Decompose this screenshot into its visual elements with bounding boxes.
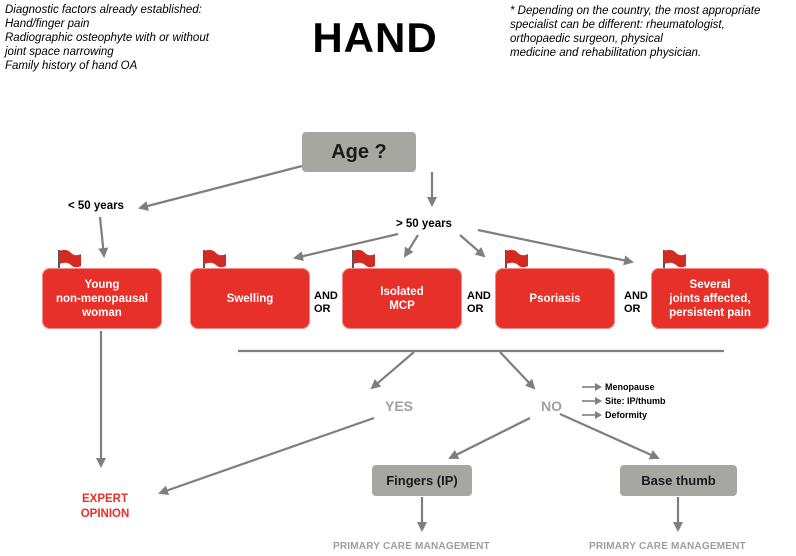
note-line: orthopaedic surgeon, physical	[510, 33, 663, 45]
yes-label: YES	[385, 398, 414, 414]
arrow-under50-to-young	[98, 216, 109, 258]
over-50-label: > 50 years	[396, 218, 452, 230]
arrow-right-icon	[582, 411, 602, 419]
base-thumb-node: Base thumb	[620, 465, 737, 496]
arrow-age-to-under50	[138, 164, 303, 211]
note-line: specialist can be different: rheumatolog…	[510, 19, 725, 31]
box-line: woman	[82, 306, 122, 319]
note-line: medicine and rehabilitation physician.	[510, 47, 702, 59]
box-line: MCP	[389, 299, 415, 312]
arrow-right-icon	[582, 397, 602, 405]
box-line: Young	[84, 278, 120, 291]
box-line: joints affected,	[669, 292, 751, 305]
isolated-mcp-box: Isolated MCP	[342, 268, 462, 329]
or-text: OR	[314, 303, 331, 315]
arrow-to-yes	[370, 351, 415, 390]
side-factor-item: Deformity	[582, 408, 666, 422]
box-line: Several	[689, 278, 731, 291]
page-title: HAND	[312, 14, 438, 61]
fingers-ip-node: Fingers (IP)	[372, 465, 472, 496]
and-text: AND	[467, 290, 491, 302]
primary-care-label-thumb: PRIMARY CARE MANAGEMENT	[589, 541, 746, 552]
or-text: OR	[624, 303, 641, 315]
psoriasis-box: Psoriasis	[495, 268, 615, 329]
note-line: Diagnostic factors already established:	[5, 4, 202, 16]
young-woman-box: Young non-menopausal woman	[42, 268, 162, 329]
side-factors-list: Menopause Site: IP/thumb Deformity	[582, 380, 666, 422]
arrow-over50-to-swelling	[293, 232, 399, 262]
expert-line: EXPERT	[81, 493, 128, 505]
note-line: Family history of hand OA	[5, 60, 138, 72]
or-text: OR	[467, 303, 484, 315]
primary-care-label-fingers: PRIMARY CARE MANAGEMENT	[333, 541, 490, 552]
arrow-right-icon	[582, 383, 602, 391]
note-line: Radiographic osteophyte with or without	[5, 32, 209, 44]
swelling-box: Swelling	[190, 268, 310, 329]
and-or-label: AND OR	[624, 290, 648, 316]
several-joints-box: Several joints affected, persistent pain	[651, 268, 769, 329]
arrow-yes-to-expert	[158, 416, 375, 496]
note-line: joint space narrowing	[5, 46, 114, 58]
box-line: persistent pain	[669, 306, 751, 319]
arrow-over50-to-mcp	[403, 234, 419, 258]
arrow-over50-to-psoriasis	[459, 234, 486, 258]
arrow-over50-to-several	[477, 228, 634, 266]
under-50-label: < 50 years	[68, 200, 124, 212]
side-factor-text: Deformity	[605, 410, 648, 420]
diagnostic-factors-note: Diagnostic factors already established: …	[5, 3, 245, 73]
expert-line: OPINION	[80, 508, 130, 520]
side-factor-text: Site: IP/thumb	[605, 396, 666, 406]
and-or-label: AND OR	[314, 290, 338, 316]
arrow-no-to-thumb	[559, 412, 660, 460]
note-line: * Depending on the country, the most app…	[510, 5, 761, 17]
age-question-node: Age ?	[302, 132, 416, 172]
and-text: AND	[624, 290, 648, 302]
expert-opinion-label: EXPERT OPINION	[60, 492, 150, 522]
box-line: Isolated	[380, 285, 424, 298]
box-line: Swelling	[226, 292, 274, 305]
and-text: AND	[314, 290, 338, 302]
arrow-no-to-fingers	[448, 417, 531, 459]
side-factor-text: Menopause	[605, 382, 655, 392]
box-line: non-menopausal	[55, 292, 148, 305]
and-or-label: AND OR	[467, 290, 491, 316]
note-line: Hand/finger pain	[5, 18, 90, 30]
side-factor-item: Site: IP/thumb	[582, 394, 666, 408]
side-factor-item: Menopause	[582, 380, 666, 394]
no-label: NO	[541, 398, 562, 414]
specialist-footnote: * Depending on the country, the most app…	[510, 4, 790, 60]
box-line: Psoriasis	[529, 292, 581, 305]
arrow-to-no	[499, 351, 536, 390]
